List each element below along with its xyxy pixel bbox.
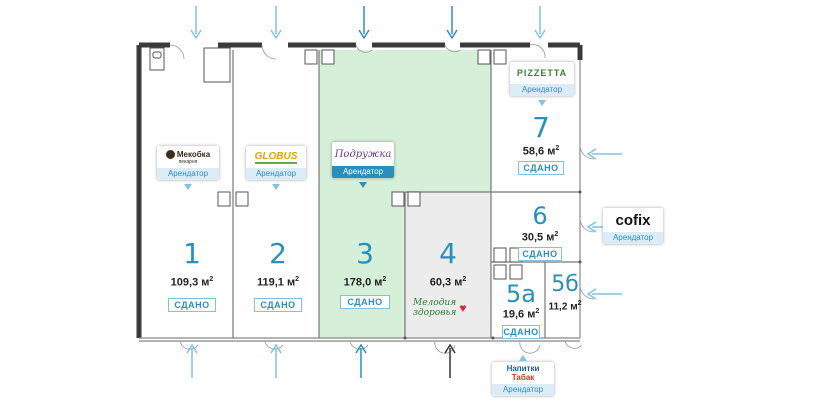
- unit-number: 5б: [551, 272, 579, 297]
- mekobka-logo-card[interactable]: Мекобка пекарня Арендатор: [157, 146, 219, 180]
- status-badge: СДАНО: [168, 297, 216, 312]
- unit-area: 30,5 м2: [521, 231, 559, 244]
- unit-number: 6: [532, 202, 548, 230]
- unit-6[interactable]: 6 30,5 м2 СДАНО: [512, 204, 568, 261]
- unit-area: 60,3 м2: [429, 276, 467, 289]
- pointer-triangle-icon: [184, 182, 192, 190]
- unit-3[interactable]: 3 178,0 м2 СДАНО: [334, 240, 396, 309]
- tenant-label: Арендатор: [246, 168, 306, 180]
- podruzhka-logo-card[interactable]: Подружка Арендатор: [332, 142, 394, 178]
- arrow-down-icon-4: [446, 6, 458, 40]
- pointer-triangle-icon: [272, 182, 280, 190]
- pointer-triangle-icon: [519, 353, 527, 361]
- unit-4-fill[interactable]: [405, 192, 491, 338]
- cofix-logo-card[interactable]: cofix Арендатор: [603, 208, 663, 244]
- tenant-label: Арендатор: [603, 232, 663, 244]
- unit-number: 2: [269, 237, 287, 270]
- arrow-left-icon-7: [586, 148, 622, 160]
- globus-logo-card[interactable]: GLOBUS Арендатор: [246, 146, 306, 180]
- heart-icon: ♥: [459, 301, 467, 315]
- pizzetta-logo: PIZZETTA: [516, 68, 568, 78]
- unit-2[interactable]: 2 119,1 м2 СДАНО: [248, 240, 308, 312]
- unit-area: 119,1 м2: [256, 276, 300, 289]
- arrow-up-icon-1: [186, 344, 198, 378]
- status-badge: СДАНО: [340, 294, 390, 309]
- arrow-up-icon-4: [444, 344, 456, 378]
- unit-number: 5а: [506, 280, 536, 308]
- status-badge: СДАНО: [518, 160, 564, 175]
- arrow-left-icon-5b: [586, 288, 622, 300]
- tenant-label: Арендатор: [332, 166, 394, 178]
- pizzetta-logo-card[interactable]: PIZZETTA Арендатор: [510, 62, 574, 96]
- arrow-down-icon-2: [270, 6, 282, 40]
- arrow-up-icon-3: [355, 344, 367, 378]
- status-badge: СДАНО: [254, 297, 302, 312]
- unit-area: 11,2 м2: [548, 300, 582, 313]
- tenant-label: Арендатор: [510, 84, 574, 96]
- napitki-line1: Напитки: [506, 364, 540, 373]
- dimension-dots: [403, 190, 582, 340]
- arrow-down-icon-5: [534, 6, 546, 40]
- wc-fixtures: [149, 47, 523, 280]
- status-badge: СДАНО: [502, 324, 540, 339]
- napitki-logo-card[interactable]: Напитки Табак Арендатор: [492, 362, 554, 396]
- podruzhka-logo: Подружка: [334, 148, 392, 160]
- cofix-logo: cofix: [615, 211, 651, 229]
- mekobka-sub: пекарня: [178, 158, 198, 165]
- status-badge: СДАНО: [518, 246, 562, 261]
- unit-number: 1: [183, 237, 201, 270]
- unit-area: 19,6 м2: [502, 308, 540, 321]
- unit-area: 58,6 м2: [522, 145, 560, 158]
- unit-number: 4: [439, 237, 457, 270]
- unit-area: 109,3 м2: [170, 276, 214, 289]
- unit-area: 178,0 м2: [343, 276, 387, 289]
- unit-1[interactable]: 1 109,3 м2 СДАНО: [162, 240, 222, 312]
- melodia-line1: Мелодия: [413, 298, 457, 308]
- tenant-label: Арендатор: [157, 168, 219, 180]
- unit-7[interactable]: 7 58,6 м2 СДАНО: [512, 114, 570, 175]
- outer-walls: [136, 42, 583, 338]
- arrow-down-icon-3: [358, 6, 370, 40]
- unit-5a[interactable]: 5а 19,6 м2 СДАНО: [496, 282, 546, 339]
- unit-4[interactable]: 4 60,3 м2: [420, 240, 476, 289]
- pointer-triangle-icon: [538, 98, 546, 106]
- mekobka-name: Мекобка: [176, 149, 211, 159]
- tenant-label: Арендатор: [492, 384, 554, 396]
- arrow-down-icon-1: [190, 6, 202, 40]
- napitki-line2: Табак: [511, 373, 535, 382]
- unit-number: 3: [356, 237, 374, 270]
- pointer-triangle-icon: [359, 180, 367, 188]
- globus-logo: GLOBUS: [254, 150, 298, 164]
- unit-number: 7: [532, 111, 550, 144]
- melodia-logo[interactable]: Мелодия здоровья ♥: [413, 298, 485, 318]
- arrow-up-icon-2: [270, 344, 282, 378]
- unit-5b[interactable]: 5б 11,2 м2: [547, 272, 583, 313]
- mekobka-logo-icon: [165, 149, 175, 159]
- melodia-line2: здоровья: [413, 308, 457, 318]
- door-swings: [169, 44, 595, 354]
